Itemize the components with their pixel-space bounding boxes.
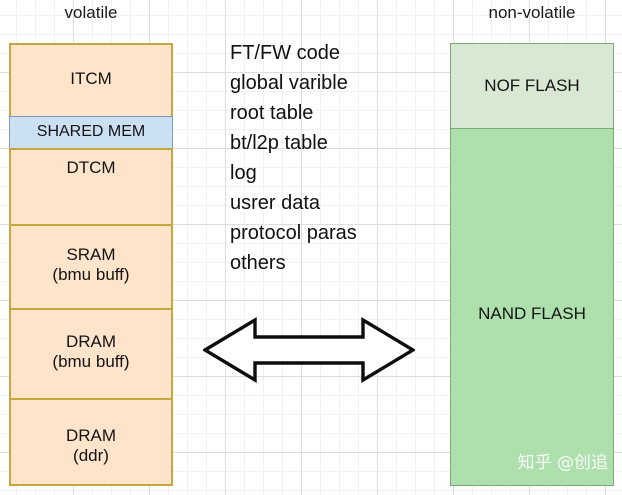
content-item: others [230, 252, 286, 274]
volatile-memory-stack: ITCM SHARED MEM DTCM SRAM (bmu buff) DRA… [9, 43, 173, 486]
memory-block-shared-mem[interactable]: SHARED MEM [9, 116, 173, 150]
content-item: root table [230, 102, 314, 124]
nonvolatile-column-header: non-volatile [488, 3, 576, 22]
volatile-column-header: volatile [64, 3, 118, 22]
nonvolatile-memory-stack: NOF FLASH NAND FLASH [450, 43, 614, 486]
memory-block-nand-flash-label: NAND FLASH [478, 304, 586, 323]
memory-block-shared-mem-label: SHARED MEM [36, 123, 146, 140]
content-item: FT/FW code [230, 42, 341, 64]
content-item: bt/l2p table [230, 132, 328, 154]
content-item: global varible [230, 72, 348, 94]
memory-block-dram-ddr-label: DRAM [65, 426, 117, 445]
memory-block-dram-ddr-sublabel: (ddr) [73, 446, 109, 466]
memory-block-dram-bmu-sublabel: (bmu buff) [52, 352, 130, 372]
memory-block-sram-label: SRAM [66, 245, 116, 264]
memory-block-dram-ddr[interactable]: DRAM (ddr) [9, 398, 173, 486]
content-item: log [230, 162, 257, 184]
content-item: usrer data [230, 192, 321, 214]
watermark-label: 知乎 @创追 [517, 453, 608, 473]
memory-block-dram-bmu[interactable]: DRAM (bmu buff) [9, 308, 173, 400]
memory-block-itcm[interactable]: ITCM [9, 43, 173, 118]
memory-block-dram-bmu-label: DRAM [65, 332, 117, 351]
memory-block-nor-flash-label: NOF FLASH [484, 76, 580, 95]
content-item: protocol paras [230, 222, 357, 244]
memory-block-nand-flash[interactable]: NAND FLASH [450, 128, 614, 486]
memory-block-dtcm-label: DTCM [66, 158, 116, 177]
memory-block-itcm-label: ITCM [70, 69, 112, 88]
memory-block-sram-sublabel: (bmu buff) [52, 265, 130, 285]
double-headed-horizontal-arrow-icon [201, 315, 417, 385]
memory-block-nor-flash[interactable]: NOF FLASH [450, 43, 614, 129]
memory-block-dtcm[interactable]: DTCM [9, 148, 173, 226]
stored-content-list: FT/FW code global varible root table bt/… [230, 38, 430, 278]
memory-block-sram[interactable]: SRAM (bmu buff) [9, 224, 173, 310]
